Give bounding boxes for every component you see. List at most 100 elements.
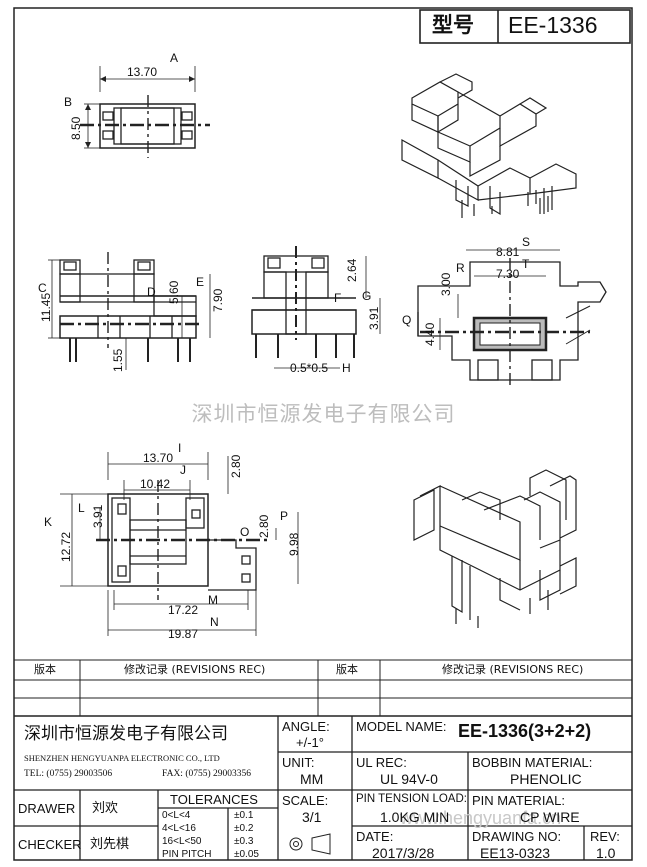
company-name-cn: 深圳市恒源发电子有限公司 — [24, 724, 228, 744]
tol-range-3: 16<L<50 — [162, 836, 202, 847]
dim-core-inner: 7.30 — [496, 267, 520, 281]
sheet-border — [13, 7, 633, 861]
pin-tension-value: 1.0KG MIN — [380, 809, 450, 825]
bobbin-material-value: PHENOLIC — [510, 771, 582, 787]
checker-label: CHECKER — [18, 837, 82, 852]
iso-view-bottom — [413, 469, 577, 628]
rev-col-version-1: 版本 — [34, 663, 56, 676]
ref-r: R — [456, 261, 465, 275]
ref-i: I — [178, 441, 182, 455]
tol-range-4: PIN PITCH — [162, 849, 212, 860]
dim-core-top: 3.00 — [439, 272, 453, 296]
dim-core-outer: 8.81 — [496, 245, 520, 259]
drawer-name: 刘欢 — [92, 801, 119, 816]
side-view — [251, 246, 381, 369]
dim-top-width: 13.70 — [127, 65, 158, 79]
model-box-label: 型号 — [432, 14, 474, 37]
ref-n: N — [210, 615, 219, 629]
drawing-no-value: EE13-0323 — [480, 845, 551, 861]
checker-name: 刘先棋 — [90, 837, 130, 852]
ref-j: J — [180, 463, 186, 477]
dim-bottom-total: 19.87 — [168, 627, 199, 641]
ref-t: T — [522, 257, 530, 271]
date-label: DATE: — [356, 829, 394, 844]
watermark-url: www.hengyuanfa.cn — [400, 808, 562, 828]
pin-material-value: CP WIRE — [520, 809, 580, 825]
ref-m: M — [208, 593, 218, 607]
ref-p: P — [280, 509, 289, 523]
model-box-value: EE-1336 — [508, 12, 598, 38]
core-section-view — [417, 249, 607, 388]
pin-tension-label: PIN TENSION LOAD: — [356, 793, 467, 805]
tol-value-1: ±0.1 — [234, 810, 254, 821]
ref-c: C — [38, 281, 47, 295]
ref-b: B — [64, 95, 73, 109]
model-box-frame — [419, 9, 631, 44]
dim-side-upper: 2.64 — [345, 258, 359, 282]
rev-col-record-2: 修改记录 (REVISIONS REC) — [442, 663, 584, 676]
model-name-label: MODEL NAME: — [356, 719, 447, 734]
bottom-view — [60, 452, 299, 636]
dim-bottom-inner: 10.42 — [140, 477, 171, 491]
ref-q: Q — [402, 313, 412, 327]
dim-front-right: 7.90 — [211, 288, 225, 312]
front-view — [48, 252, 211, 370]
unit-label: UNIT: — [282, 755, 315, 770]
angle-value: +/-1° — [296, 735, 324, 750]
ref-e: E — [196, 275, 205, 289]
dim-bottom-base: 17.22 — [168, 603, 199, 617]
dim-front-pin: 1.55 — [111, 348, 125, 372]
drawing-no-label: DRAWING NO: — [472, 829, 562, 844]
ref-h: H — [342, 361, 351, 375]
company-name-en: SHENZHEN HENGYUANPA ELECTRONIC CO., LTD — [24, 753, 220, 763]
iso-view-top — [401, 73, 577, 218]
ul-rec-value: UL 94V-0 — [380, 771, 438, 787]
dim-bottom-mid: 2.80 — [257, 514, 271, 538]
dim-top-height: 8.50 — [69, 116, 83, 140]
dim-front-height: 11.45 — [39, 292, 53, 322]
bobbin-material-label: BOBBIN MATERIAL: — [472, 755, 593, 770]
rev-col-record-1: 修改记录 (REVISIONS REC) — [124, 663, 266, 676]
revision-table-lines — [14, 659, 632, 717]
company-tel: TEL: (0755) 29003506 — [24, 769, 113, 779]
date-value: 2017/3/28 — [372, 845, 435, 861]
ref-o: O — [240, 525, 250, 539]
watermark-text: 深圳市恒源发电子有限公司 — [191, 402, 456, 426]
dim-bottom-top: 13.70 — [143, 451, 174, 465]
ref-g: G — [362, 289, 372, 303]
title-block-lines — [14, 716, 632, 860]
rev-label: REV: — [590, 829, 620, 844]
angle-label: ANGLE: — [282, 719, 330, 734]
drawer-label: DRAWER — [18, 801, 76, 816]
ref-d: D — [147, 285, 156, 299]
model-name-value: EE-1336(3+2+2) — [458, 721, 592, 741]
dim-bottom-left-inner: 3.91 — [91, 504, 105, 528]
top-view — [80, 66, 210, 158]
ref-s: S — [522, 235, 531, 249]
scale-label: SCALE: — [282, 793, 329, 808]
dim-bottom-right: 9.98 — [287, 532, 301, 556]
dim-bottom-right-top: 2.80 — [229, 454, 243, 478]
company-fax: FAX: (0755) 29003356 — [162, 769, 252, 779]
tol-value-2: ±0.2 — [234, 823, 254, 834]
ref-f: F — [334, 291, 342, 305]
pin-material-label: PIN MATERIAL: — [472, 793, 565, 808]
rev-col-version-2: 版本 — [336, 663, 358, 676]
ref-k: K — [44, 515, 53, 529]
tol-range-1: 0<L<4 — [162, 810, 191, 821]
tol-range-2: 4<L<16 — [162, 823, 196, 834]
dim-bottom-left: 12.72 — [59, 531, 73, 562]
dim-core-left: 4.40 — [423, 322, 437, 346]
ref-a: A — [170, 51, 179, 65]
rev-value: 1.0 — [596, 845, 616, 861]
ref-l: L — [78, 501, 85, 515]
tol-value-4: ±0.05 — [234, 849, 259, 860]
tolerances-title: TOLERANCES — [170, 792, 258, 807]
dim-side-pin: 0.5*0.5 — [290, 361, 329, 375]
dim-front-inner: 5.60 — [167, 280, 181, 304]
dim-side-lower: 3.91 — [367, 306, 381, 330]
ul-rec-label: UL REC: — [356, 755, 407, 770]
tol-value-3: ±0.3 — [234, 836, 254, 847]
